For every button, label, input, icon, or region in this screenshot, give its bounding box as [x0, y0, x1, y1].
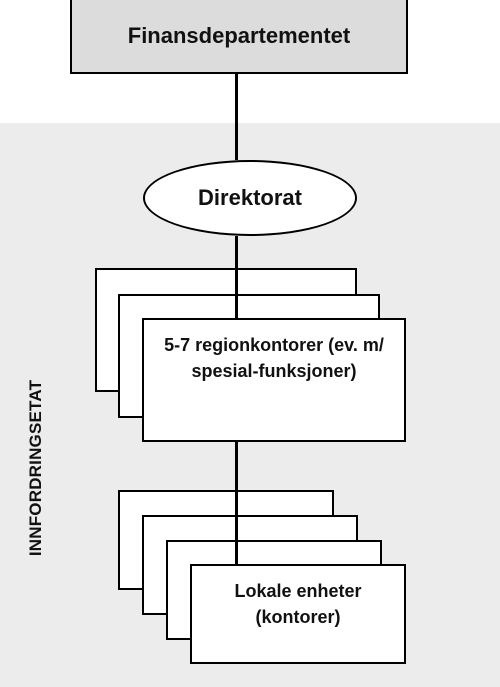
connector-ministry-directorate — [235, 74, 238, 160]
directorate-label: Direktorat — [198, 185, 302, 210]
connector-directorate-regional — [235, 236, 238, 320]
regional-offices-label: 5-7 regionkontorer (ev. m/ spesial-funks… — [164, 335, 384, 381]
directorate-ellipse: Direktorat — [143, 160, 357, 236]
ministry-label: Finansdepartementet — [127, 23, 351, 48]
agency-side-label: INNFORDRINGSETAT — [26, 379, 45, 557]
ministry-box: Finansdepartementet — [70, 0, 408, 74]
local-units-label: Lokale enheter (kontorer) — [234, 581, 362, 627]
regional-offices-box: 5-7 regionkontorer (ev. m/ spesial-funks… — [142, 318, 406, 442]
local-units-box: Lokale enheter (kontorer) — [190, 564, 406, 664]
connector-regional-local — [235, 442, 238, 564]
